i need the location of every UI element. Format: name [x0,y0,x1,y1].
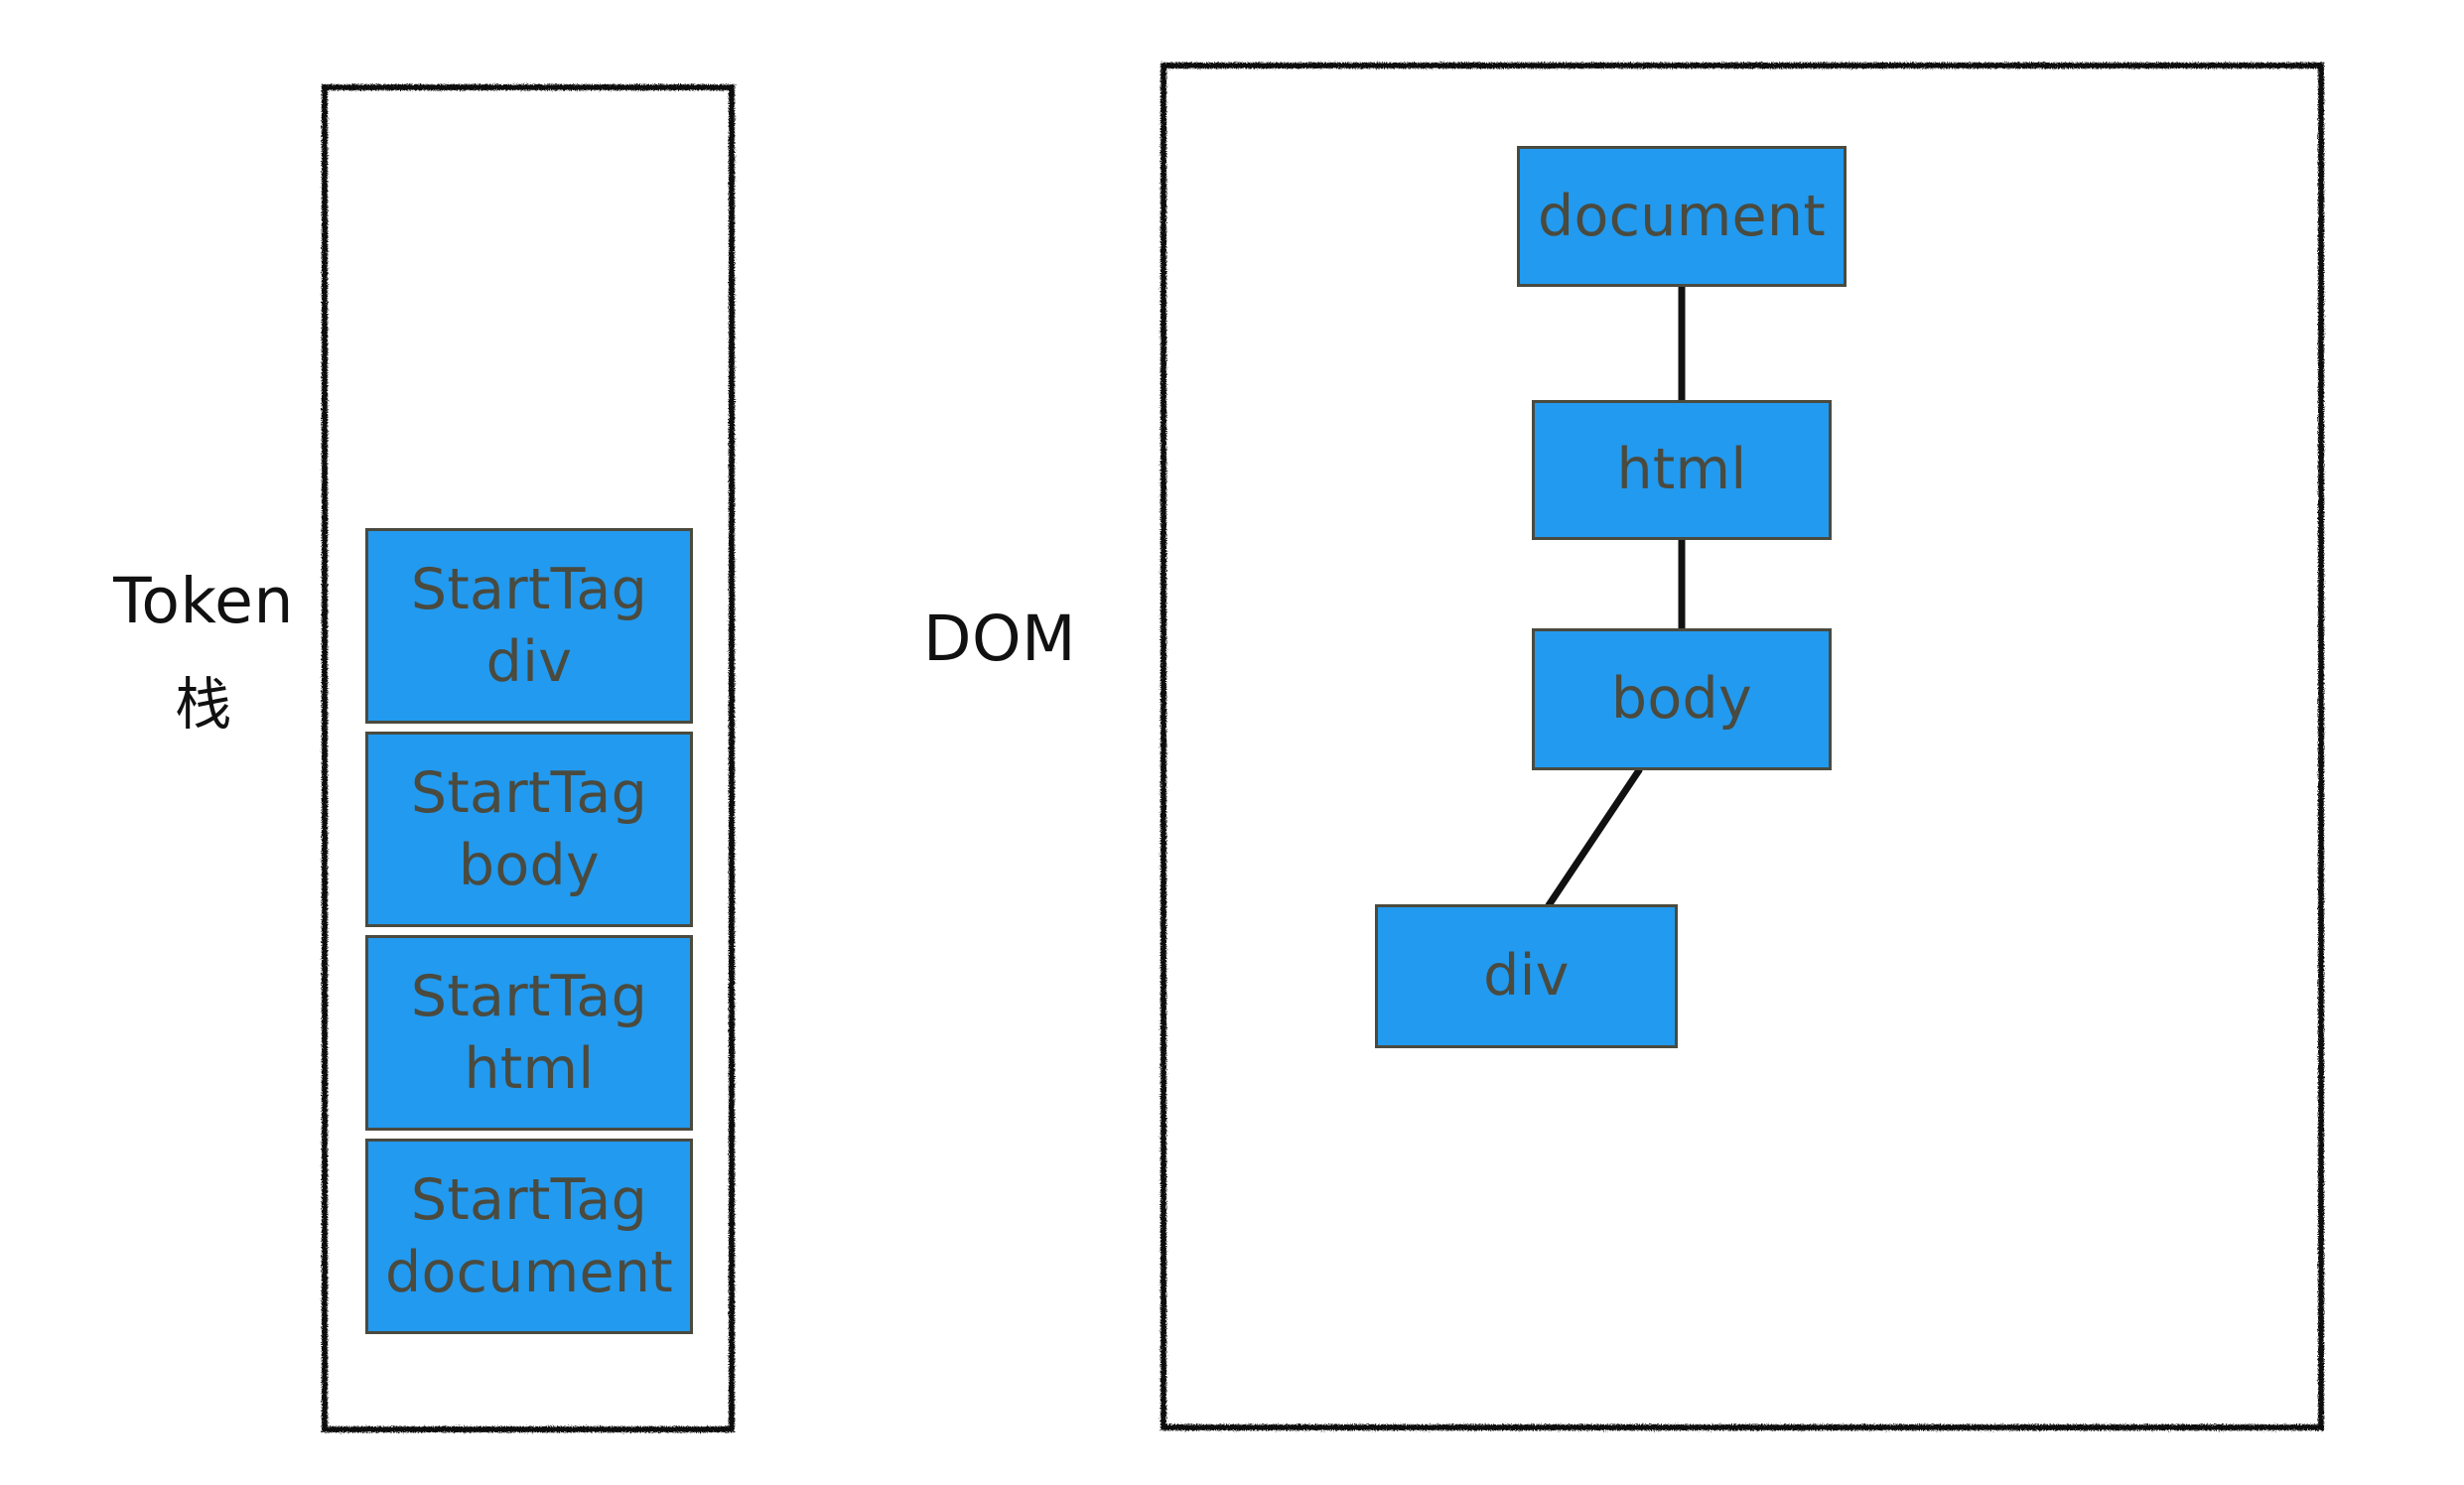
dom-node-label: document [1538,183,1826,249]
token-item-line2: html [464,1035,595,1102]
dom-node-div: div [1375,904,1678,1048]
token-item-line2: body [458,832,601,898]
token-item-line1: StartTag [410,1166,648,1233]
token-stack-item: StartTag div [365,528,693,724]
token-label-text: Token [113,565,294,637]
dom-node-document: document [1517,146,1847,287]
token-item-line1: StartTag [410,556,648,622]
token-item-line1: StartTag [410,759,648,826]
token-stack-label: Token 栈 [79,556,328,746]
token-stack-item: StartTag body [365,732,693,927]
token-stack-item: StartTag html [365,935,693,1131]
dom-node-label: body [1610,666,1753,733]
dom-label-text: DOM [923,603,1076,675]
dom-node-body: body [1532,628,1832,770]
dom-node-label: html [1616,437,1747,503]
token-item-line1: StartTag [410,963,648,1029]
dom-node-html: html [1532,400,1832,540]
token-stack-item: StartTag document [365,1139,693,1334]
token-item-line2: div [485,628,573,695]
token-label-cjk: 栈 [175,672,232,739]
edge-body-div [1545,766,1643,909]
token-item-line2: document [385,1239,673,1305]
dom-node-label: div [1483,943,1570,1010]
dom-label: DOM [923,594,1152,684]
